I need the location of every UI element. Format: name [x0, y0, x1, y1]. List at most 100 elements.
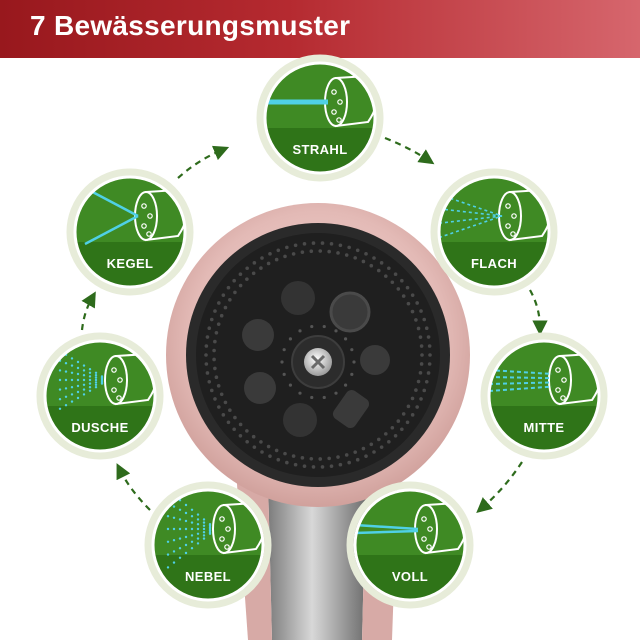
dial-port-center — [332, 389, 370, 429]
perforation-dot — [393, 433, 398, 438]
nozzle-hole-icon — [427, 526, 433, 532]
perforation-dot — [419, 309, 423, 313]
arrow-flach-mitte — [529, 289, 548, 336]
nozzle-face-icon — [414, 504, 438, 554]
spray-cone-icon — [84, 186, 139, 246]
perforation-dot — [212, 348, 216, 353]
nozzle-hole-icon — [141, 223, 147, 229]
perforation-dot — [347, 460, 351, 465]
perforation-dot — [426, 335, 431, 339]
perforation-dot — [213, 309, 217, 313]
perforation-dot — [410, 413, 415, 417]
perforation-dot — [322, 324, 326, 329]
badge-strahl: STRAHL — [256, 54, 384, 182]
perforation-dot — [390, 425, 395, 430]
badge-label: DUSCHE — [71, 420, 128, 435]
badge-outer-ring — [430, 168, 558, 296]
nozzle-hole-icon — [421, 516, 427, 522]
perforation-dot — [300, 250, 305, 254]
perforation-dot — [320, 465, 325, 469]
perforation-dot — [418, 335, 423, 339]
perforation-dot — [387, 439, 391, 444]
perforation-dot — [282, 372, 286, 376]
nozzle-face-icon — [324, 77, 348, 127]
dial-port-cone — [242, 319, 274, 351]
perforation-dot — [416, 326, 421, 331]
arrow-dusche-kegel — [80, 291, 96, 331]
perforation-dot — [205, 371, 210, 375]
perforation-dot — [219, 392, 224, 397]
perforation-dot — [406, 404, 411, 409]
badge-inner-ring — [487, 339, 601, 453]
perforation-dot — [334, 329, 338, 333]
nozzle-hole-icon — [505, 203, 511, 209]
badge-nebel: NEBEL — [144, 481, 272, 609]
perforation-dot — [228, 298, 232, 302]
perforation-dot — [238, 283, 243, 288]
nozzle-hole-icon — [337, 99, 343, 105]
perforation-dot — [364, 454, 368, 458]
perforation-dot — [420, 353, 424, 357]
perforation-dot — [376, 268, 381, 273]
perforation-dot — [422, 317, 427, 322]
perforation-dot — [302, 242, 307, 246]
perforation-dot — [245, 277, 249, 281]
perforation-dot — [318, 249, 323, 253]
dial-perforations — [204, 241, 432, 469]
perforation-dot — [226, 285, 231, 290]
perforation-dot — [282, 348, 286, 352]
badge-outer-ring — [256, 54, 384, 182]
perforation-dot — [223, 400, 228, 405]
perforation-dot — [347, 245, 351, 250]
badge-label: FLACH — [471, 256, 517, 271]
spray-full-icon — [355, 523, 419, 535]
perforation-dot — [207, 380, 212, 384]
perforation-dot — [406, 301, 411, 306]
perforation-dot — [212, 357, 216, 362]
badge-inner-ring — [151, 488, 265, 602]
perforation-dot — [427, 362, 432, 366]
nozzle-hole-icon — [510, 231, 516, 237]
perforation-dot — [232, 278, 236, 283]
nozzle-face-icon — [134, 191, 158, 241]
arrow-nebel-dusche — [116, 463, 151, 511]
dial-port-full — [283, 403, 317, 437]
perforation-dot — [369, 442, 374, 447]
perforation-dot — [400, 427, 404, 432]
perforation-dot — [405, 420, 410, 425]
badge-inner-ring — [263, 61, 377, 175]
perforation-dot — [259, 266, 263, 270]
badge-label: STRAHL — [292, 142, 347, 157]
perforation-dot — [291, 454, 296, 458]
perforation-dot — [217, 301, 221, 305]
perforation-dot — [334, 391, 338, 395]
perforation-dot — [336, 455, 340, 459]
nozzle-hole-icon — [336, 117, 342, 123]
perforation-dot — [205, 335, 210, 339]
perforation-dot — [219, 313, 224, 318]
perforation-dot — [353, 450, 358, 454]
perforation-dot — [276, 457, 281, 462]
perforation-dot — [343, 383, 348, 387]
perforation-dot — [283, 451, 287, 456]
dial-port-strahl — [281, 281, 315, 315]
perforation-dot — [221, 413, 226, 417]
nozzle-hole-icon — [511, 213, 517, 219]
badge-flach: FLACH — [430, 168, 558, 296]
title-banner: 7 Bewässerungsmuster — [0, 0, 640, 58]
perforation-dot — [232, 427, 236, 432]
nozzle-face-icon — [548, 355, 572, 405]
perforation-dot — [213, 339, 217, 344]
perforation-dot — [309, 249, 314, 254]
perforation-dot — [393, 272, 398, 277]
perforation-dot — [422, 388, 427, 393]
perforation-dot — [350, 348, 354, 352]
badge-outer-ring — [144, 481, 272, 609]
perforation-dot — [285, 460, 289, 465]
nozzle-hole-icon — [146, 231, 152, 237]
perforation-dot — [372, 256, 376, 260]
banner-title: 7 Bewässerungsmuster — [30, 10, 351, 41]
perforation-dot — [410, 293, 415, 297]
nozzle-hole-icon — [555, 367, 561, 373]
